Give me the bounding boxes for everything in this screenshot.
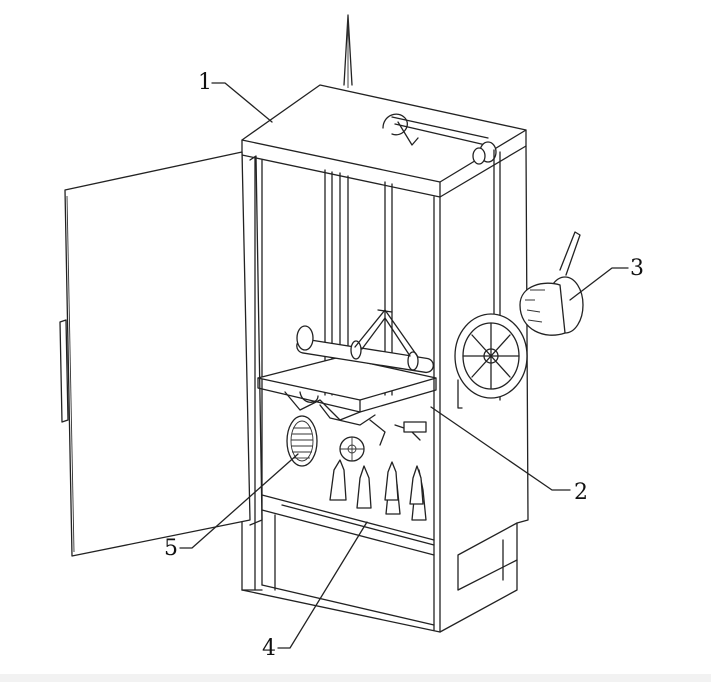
label-2: 2 bbox=[574, 480, 588, 505]
door bbox=[59, 151, 263, 557]
label-5: 5 bbox=[164, 536, 178, 561]
leader-lines bbox=[179, 82, 629, 649]
guide-rails bbox=[324, 169, 393, 396]
winch bbox=[454, 231, 584, 409]
label-4: 4 bbox=[262, 636, 276, 661]
vent-grille bbox=[286, 415, 318, 467]
spike-blades bbox=[281, 459, 435, 546]
cabinet-top bbox=[241, 84, 527, 198]
shaft bbox=[296, 309, 434, 374]
antenna bbox=[343, 14, 353, 88]
cabinet-right-side bbox=[433, 145, 529, 633]
lifting-plate bbox=[257, 356, 437, 421]
under-plate-mechanism bbox=[319, 404, 427, 462]
label-1: 1 bbox=[198, 70, 212, 95]
label-3: 3 bbox=[630, 256, 644, 281]
bottom-strip bbox=[0, 674, 711, 682]
